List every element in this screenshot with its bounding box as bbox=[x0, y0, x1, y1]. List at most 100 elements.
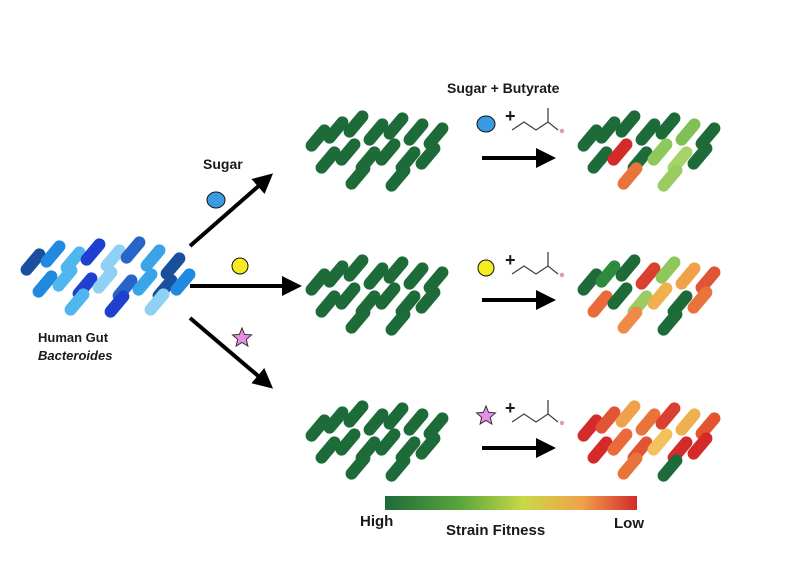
fitness-bacterium bbox=[635, 262, 661, 290]
blue-bacterium bbox=[170, 268, 196, 296]
green-bacterium bbox=[383, 112, 409, 140]
sugar-circle-yellow-icon bbox=[477, 259, 495, 277]
green-bacterium bbox=[345, 452, 371, 480]
sugar-star-icon bbox=[231, 326, 253, 348]
blue-bacterium bbox=[40, 240, 66, 268]
fitness-bacterium bbox=[657, 308, 683, 336]
blue-bacterium bbox=[20, 248, 46, 276]
green-bacterium bbox=[335, 282, 361, 310]
blue-bacterium bbox=[64, 288, 90, 316]
green-bacterium bbox=[375, 428, 401, 456]
blue-bacterium bbox=[144, 288, 170, 316]
fitness-bacterium bbox=[655, 112, 681, 140]
bacteroides-label: Bacteroides bbox=[38, 348, 113, 363]
green-bacterium bbox=[423, 122, 449, 150]
green-bacterium bbox=[385, 164, 411, 192]
green-bacterium bbox=[385, 454, 411, 482]
fitness-bacterium bbox=[687, 142, 713, 170]
fitness-bacterium bbox=[607, 282, 633, 310]
fitness-bacterium bbox=[655, 256, 681, 284]
sugar-circle-yellow-icon bbox=[231, 257, 249, 275]
legend-high-label: High bbox=[360, 513, 394, 530]
green-bacterium bbox=[415, 142, 441, 170]
green-bacterium bbox=[315, 290, 341, 318]
sugar-circle-blue-icon bbox=[476, 115, 496, 133]
green-bacterium bbox=[415, 432, 441, 460]
fitness-bacterium bbox=[657, 164, 683, 192]
blue-bacterium bbox=[80, 238, 106, 266]
blue-bacterium bbox=[140, 244, 166, 272]
fitness-bacterium bbox=[635, 118, 661, 146]
legend-title: Strain Fitness bbox=[446, 522, 546, 539]
blue-bacterium bbox=[120, 236, 146, 264]
butyrate-molecule-icon bbox=[511, 265, 559, 275]
fitness-bacterium bbox=[615, 254, 641, 282]
fitness-bacterium bbox=[587, 436, 613, 464]
fitness-bacterium bbox=[617, 452, 643, 480]
fitness-bacterium bbox=[647, 282, 673, 310]
green-bacterium bbox=[323, 116, 349, 144]
plus-sign-row-2: + bbox=[505, 250, 516, 270]
green-bacterium bbox=[335, 428, 361, 456]
green-bacterium bbox=[305, 268, 331, 296]
fitness-bacterium bbox=[695, 412, 721, 440]
blue-bacterium bbox=[52, 264, 78, 292]
fitness-bacterium bbox=[675, 262, 701, 290]
fitness-bacterium bbox=[675, 408, 701, 436]
fitness-bacterium bbox=[595, 406, 621, 434]
green-bacterium bbox=[403, 262, 429, 290]
green-bacterium bbox=[363, 408, 389, 436]
butyrate-molecule-icon bbox=[511, 121, 559, 131]
fitness-bacterium bbox=[617, 306, 643, 334]
butyrate-molecule-icon-oxygen bbox=[559, 420, 565, 426]
blue-bacterium bbox=[92, 266, 118, 294]
blue-bacterium bbox=[104, 290, 130, 318]
green-bacterium bbox=[415, 286, 441, 314]
fitness-bacterium bbox=[595, 116, 621, 144]
sugar-circle-blue-icon bbox=[206, 191, 226, 209]
top-condition-label: Sugar + Butyrate bbox=[447, 80, 560, 96]
fitness-bacterium bbox=[587, 146, 613, 174]
fitness-bacterium bbox=[587, 290, 613, 318]
fitness-bacterium bbox=[577, 414, 603, 442]
human-gut-label: Human Gut bbox=[38, 330, 109, 345]
green-bacterium bbox=[375, 138, 401, 166]
fitness-bacterium bbox=[687, 286, 713, 314]
plus-sign-row-3: + bbox=[505, 398, 516, 418]
green-bacterium bbox=[315, 146, 341, 174]
green-bacterium bbox=[423, 266, 449, 294]
green-bacterium bbox=[403, 408, 429, 436]
arrow-to-sugar-row-1 bbox=[188, 173, 274, 248]
fitness-bacterium bbox=[675, 118, 701, 146]
green-bacterium bbox=[375, 282, 401, 310]
strain-fitness-gradient-bar bbox=[385, 496, 637, 510]
blue-bacterium bbox=[32, 270, 58, 298]
fitness-bacterium bbox=[615, 110, 641, 138]
green-bacterium bbox=[323, 406, 349, 434]
green-bacterium bbox=[315, 436, 341, 464]
green-bacterium bbox=[345, 162, 371, 190]
fitness-bacterium bbox=[595, 260, 621, 288]
green-bacterium bbox=[343, 400, 369, 428]
blue-bacterium bbox=[100, 244, 126, 272]
butyrate-molecule-icon bbox=[511, 413, 559, 423]
green-bacterium bbox=[345, 306, 371, 334]
green-bacterium bbox=[403, 118, 429, 146]
plus-sign-row-1: + bbox=[505, 106, 516, 126]
fitness-bacterium bbox=[695, 266, 721, 294]
green-bacterium bbox=[363, 262, 389, 290]
green-bacterium bbox=[383, 402, 409, 430]
green-bacterium bbox=[343, 254, 369, 282]
green-bacterium bbox=[323, 260, 349, 288]
green-bacterium bbox=[343, 110, 369, 138]
green-bacterium bbox=[385, 308, 411, 336]
fitness-bacterium bbox=[647, 138, 673, 166]
fitness-bacterium bbox=[607, 428, 633, 456]
arrow-to-sugar-row-3 bbox=[188, 316, 274, 389]
green-bacterium bbox=[305, 414, 331, 442]
butyrate-molecule-icon-oxygen bbox=[559, 272, 565, 278]
butyrate-molecule-icon-oxygen bbox=[559, 128, 565, 134]
green-bacterium bbox=[335, 138, 361, 166]
